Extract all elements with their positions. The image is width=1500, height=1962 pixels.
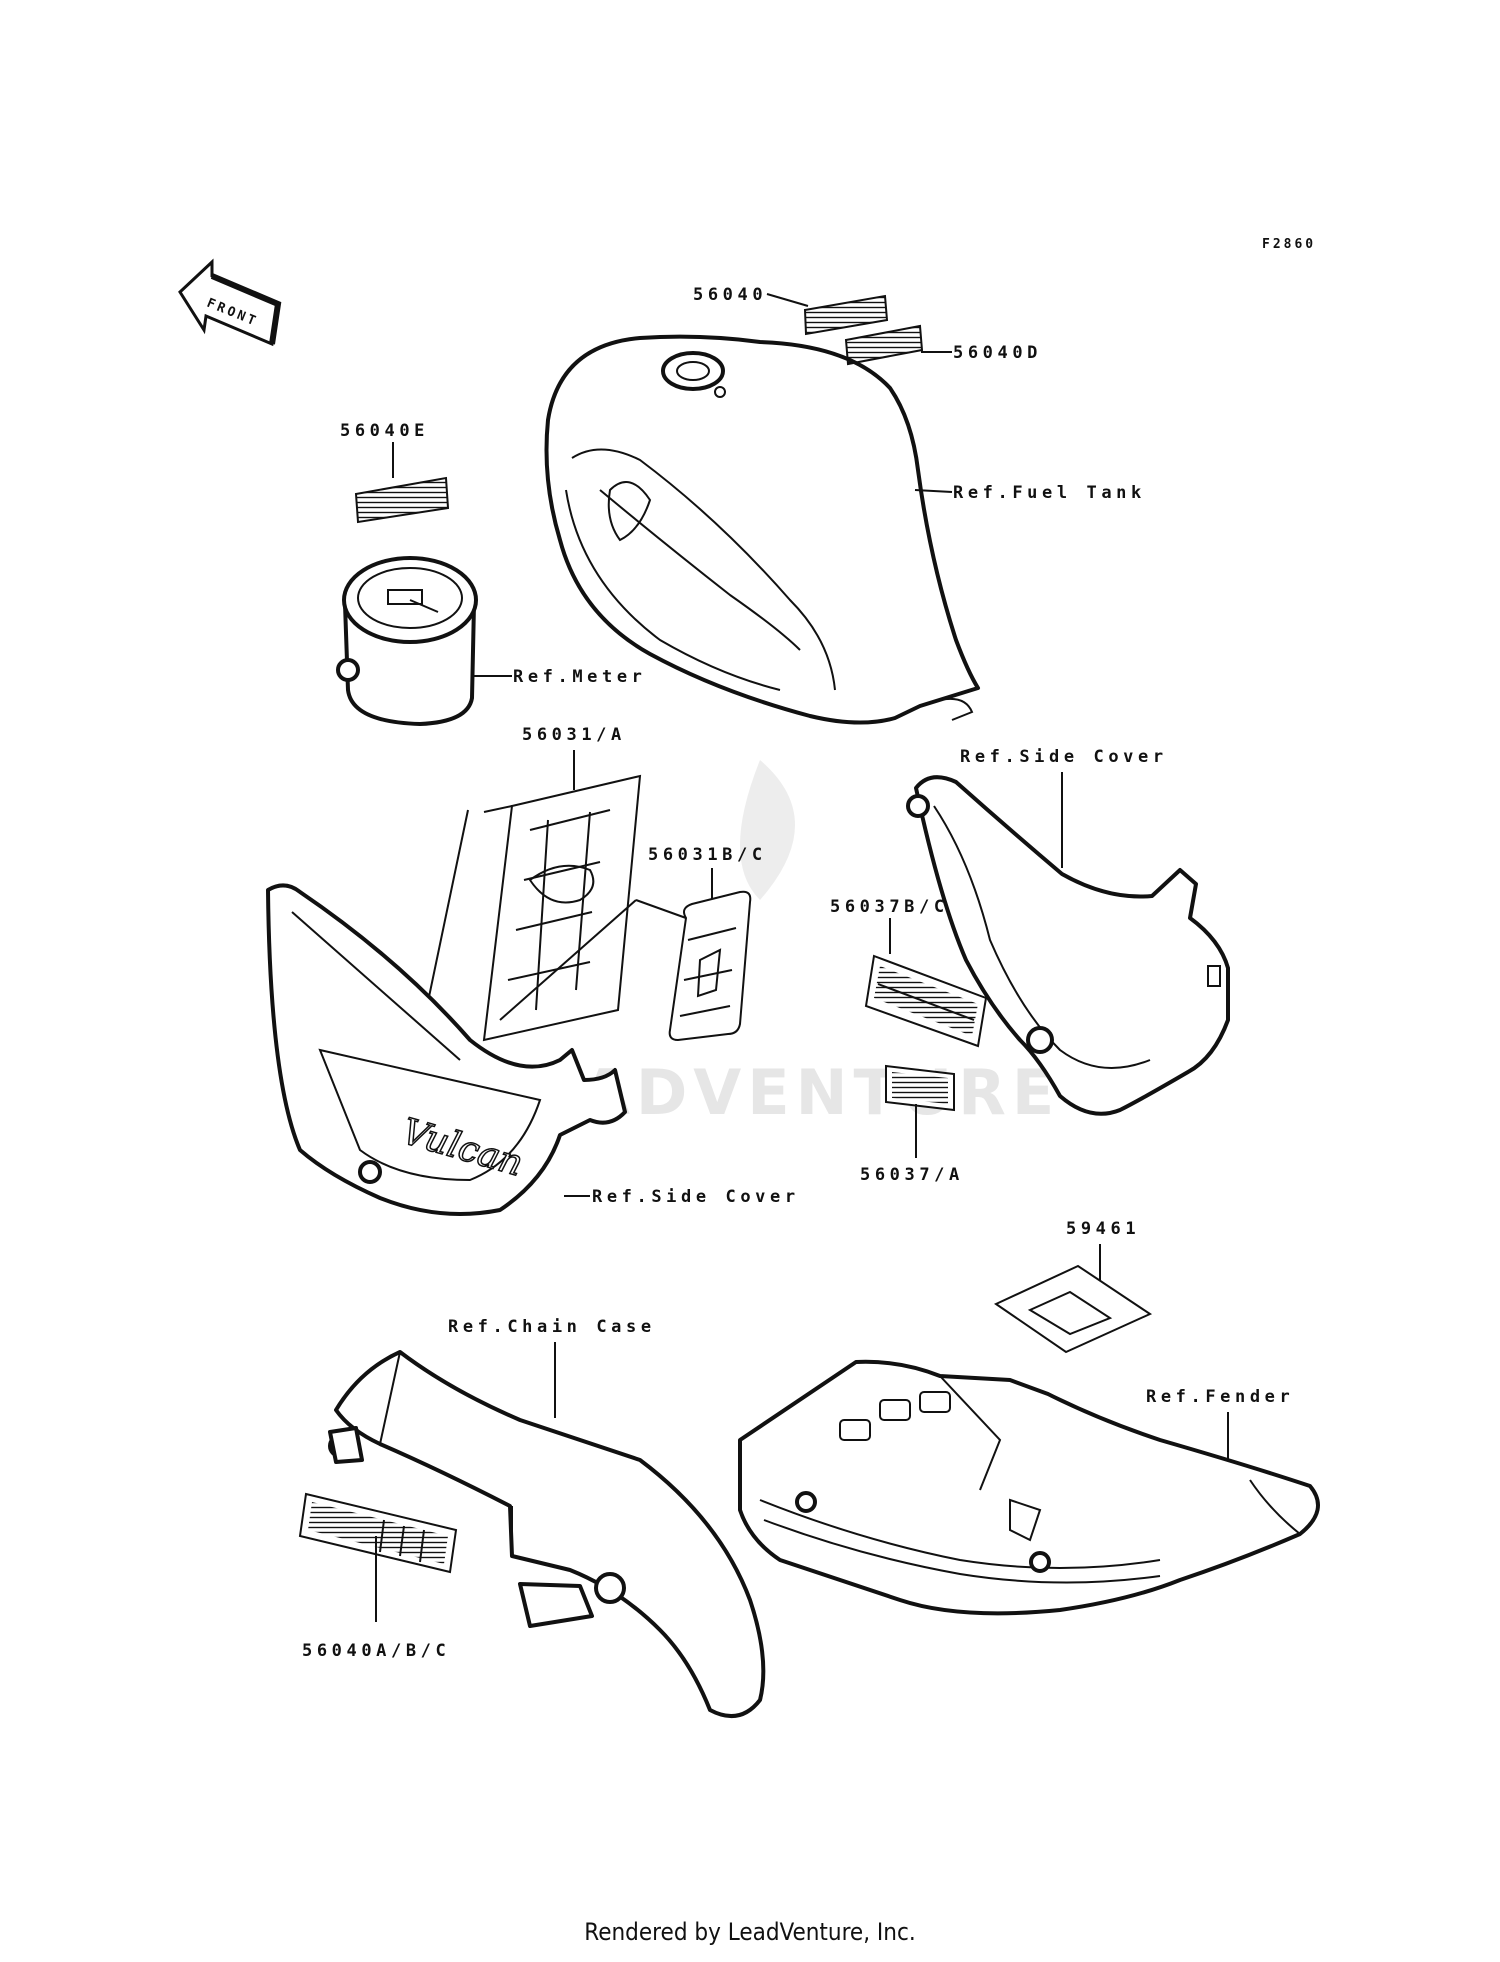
meter [336,556,478,726]
callout-59461: 59461 [1066,1219,1140,1239]
left-side-cover: Vulcan [266,883,627,1216]
chain-case [328,1350,766,1719]
callout-56040a-b-c: 56040A/B/C [302,1641,450,1661]
callout-56040e: 56040E [340,421,429,441]
decal-56031-a [482,774,642,1042]
decal-59461 [993,1264,1153,1354]
callout-56031b-c: 56031B/C [648,845,767,865]
fuel-tank [544,334,980,725]
footer-credit: Rendered by LeadVenture, Inc. [584,1918,916,1946]
callout-56037-a: 56037/A [860,1165,964,1185]
decal-56040 [803,294,889,336]
callout-56040d: 56040D [953,343,1042,363]
decal-56031b-c [668,890,752,1042]
callout-ref-side-cover-left: Ref.Side Cover [592,1187,800,1207]
decal-56040a-b-c [298,1492,458,1574]
front-arrow-icon: FRONT [178,258,282,347]
callout-ref-meter: Ref.Meter [513,667,647,687]
figure-code: F2860 [1262,237,1316,252]
decal-56037b-c [864,954,988,1048]
callout-ref-side-cover-right: Ref.Side Cover [960,747,1168,767]
callout-56037b-c: 56037B/C [830,897,949,917]
decal-56040d [844,324,924,366]
decal-56037-a [885,1064,955,1112]
callout-56031-a: 56031/A [522,725,626,745]
decal-56040e [354,476,450,524]
rear-fender [738,1359,1320,1616]
callout-56040: 56040 [693,285,767,305]
right-side-cover [906,775,1230,1116]
callout-ref-chain-case: Ref.Chain Case [448,1317,656,1337]
callout-ref-fender: Ref.Fender [1146,1387,1294,1407]
callout-ref-fuel-tank: Ref.Fuel Tank [953,483,1146,503]
